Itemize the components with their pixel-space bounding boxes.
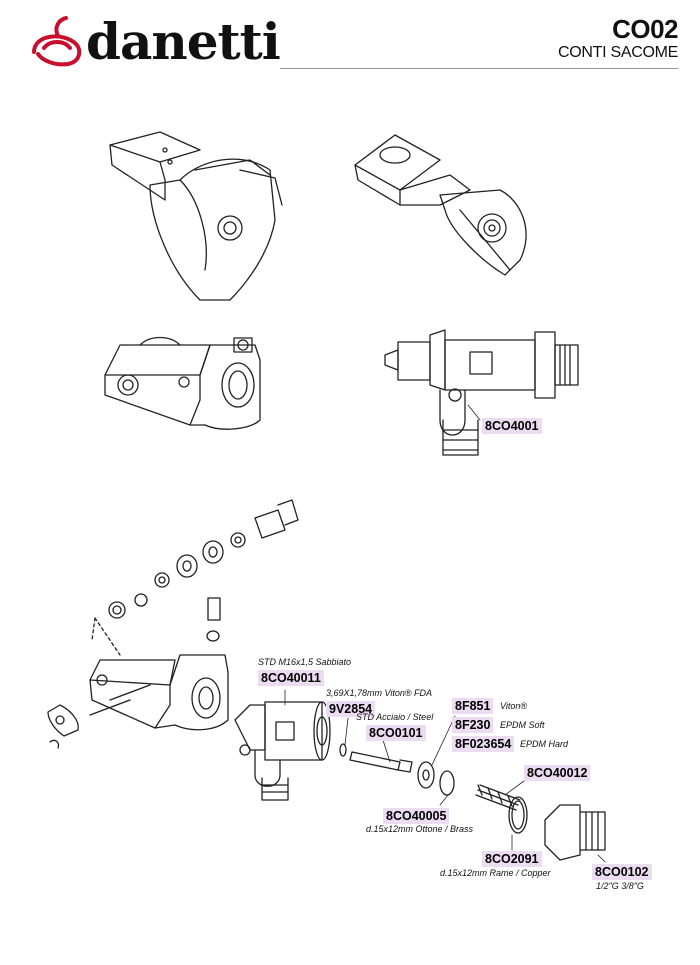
part-code-8co4001: 8CO4001	[482, 418, 542, 434]
part-note-8f023654: EPDM Hard	[520, 739, 569, 749]
danetti-logo	[32, 16, 82, 67]
logo-swirl-icon	[32, 16, 82, 67]
part-code-8f230: 8F230	[452, 717, 494, 733]
exploded-left-parts	[91, 499, 299, 656]
part-note-8co40011: STD M16x1,5 Sabbiato	[258, 657, 352, 667]
part-code-8co40012: 8CO40012	[524, 765, 591, 781]
clamp-assembly-drawing	[104, 336, 261, 430]
part-code-8co2091: 8CO2091	[482, 851, 542, 867]
part-note-8f851: Viton®	[500, 701, 527, 711]
valve-body-drawing	[384, 329, 579, 456]
part-note-8co2091: d.15x12mm Rame / Copper	[440, 868, 551, 878]
exploded-small-parts	[339, 743, 606, 861]
page-subtitle: CONTI SACOME	[558, 44, 678, 61]
part-note-8co0102: 1/2"G 3/8"G	[596, 881, 644, 891]
page-code: CO02	[612, 14, 678, 44]
part-code-8co0101: 8CO0101	[366, 725, 426, 741]
brand-name: danetti	[86, 12, 281, 71]
part-note-8co40005: d.15x12mm Ottone / Brass	[366, 824, 474, 834]
part-code-8f023654: 8F023654	[452, 736, 515, 752]
leader-lines	[284, 404, 606, 863]
part-code-8co40005: 8CO40005	[383, 808, 450, 824]
part-note-9v2854: 3,69X1,78mm Viton® FDA	[326, 688, 433, 698]
part-code-9v2854: 9V2854	[326, 701, 376, 717]
part-code-8co40011: 8CO40011	[258, 670, 324, 686]
exploded-clamp-body	[47, 654, 229, 749]
lever-arm-drawing	[354, 134, 527, 276]
bracket-clamp-drawing	[109, 131, 283, 301]
part-code-8f851: 8F851	[452, 698, 494, 714]
part-code-8co0102: 8CO0102	[592, 864, 652, 880]
exploded-valve-body	[234, 701, 331, 801]
header-rule	[280, 68, 678, 69]
part-note-8f230: EPDM Soft	[500, 720, 545, 730]
part-note-8co0101: STD Acciaio / Steel	[356, 712, 434, 722]
